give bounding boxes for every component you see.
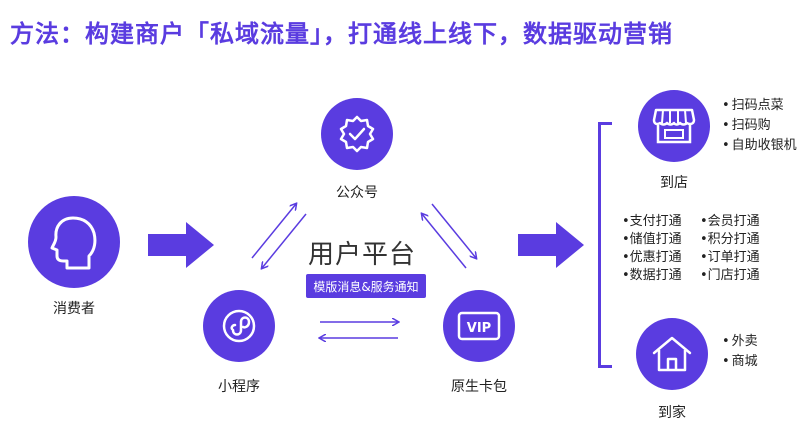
in-store-node xyxy=(638,90,710,162)
platform-badge: 模版消息&服务通知 xyxy=(306,274,426,298)
list-item: 会员打通 xyxy=(700,214,778,230)
page-title: 方法：构建商户「私域流量」，打通线上线下，数据驱动营销 xyxy=(10,20,673,48)
consumer-node xyxy=(28,196,120,288)
storefront-icon xyxy=(652,108,696,144)
mini-program-node xyxy=(203,290,275,362)
mini-program-icon xyxy=(222,309,256,343)
in-store-label: 到店 xyxy=(660,175,688,191)
list-item: 优惠打通 xyxy=(622,250,700,266)
home-label: 到家 xyxy=(658,405,686,421)
list-item: 门店打通 xyxy=(700,268,778,284)
consumer-label: 消费者 xyxy=(53,301,95,317)
list-item: 自助收银机 xyxy=(722,136,797,156)
home-features: 外卖 商城 xyxy=(722,332,758,372)
channel-bracket xyxy=(598,122,612,368)
svg-text:VIP: VIP xyxy=(467,321,491,336)
home-node xyxy=(636,318,708,390)
list-item: 支付打通 xyxy=(622,214,700,230)
list-item: 商城 xyxy=(722,352,758,372)
flow-arrow-left-icon xyxy=(148,222,214,268)
person-head-icon xyxy=(50,216,97,270)
card-wallet-label: 原生卡包 xyxy=(451,379,507,395)
verified-badge-icon xyxy=(339,115,375,153)
platform-title: 用户平台 xyxy=(308,240,417,270)
card-wallet-node: VIP xyxy=(443,290,515,362)
list-item: 扫码购 xyxy=(722,116,797,136)
flow-arrow-right-icon xyxy=(518,222,584,268)
list-item: 储值打通 xyxy=(622,232,700,248)
integration-list: 支付打通 会员打通 储值打通 积分打通 优惠打通 订单打通 数据打通 门店打通 xyxy=(622,214,778,284)
vip-card-icon: VIP xyxy=(457,311,501,341)
official-account-label: 公众号 xyxy=(336,185,378,201)
list-item: 外卖 xyxy=(722,332,758,352)
house-icon xyxy=(652,336,692,372)
list-item: 积分打通 xyxy=(700,232,778,248)
list-item: 订单打通 xyxy=(700,250,778,266)
mini-program-label: 小程序 xyxy=(218,379,260,395)
list-item: 扫码点菜 xyxy=(722,96,797,116)
official-account-node xyxy=(321,98,393,170)
in-store-features: 扫码点菜 扫码购 自助收银机 xyxy=(722,96,797,156)
list-item: 数据打通 xyxy=(622,268,700,284)
